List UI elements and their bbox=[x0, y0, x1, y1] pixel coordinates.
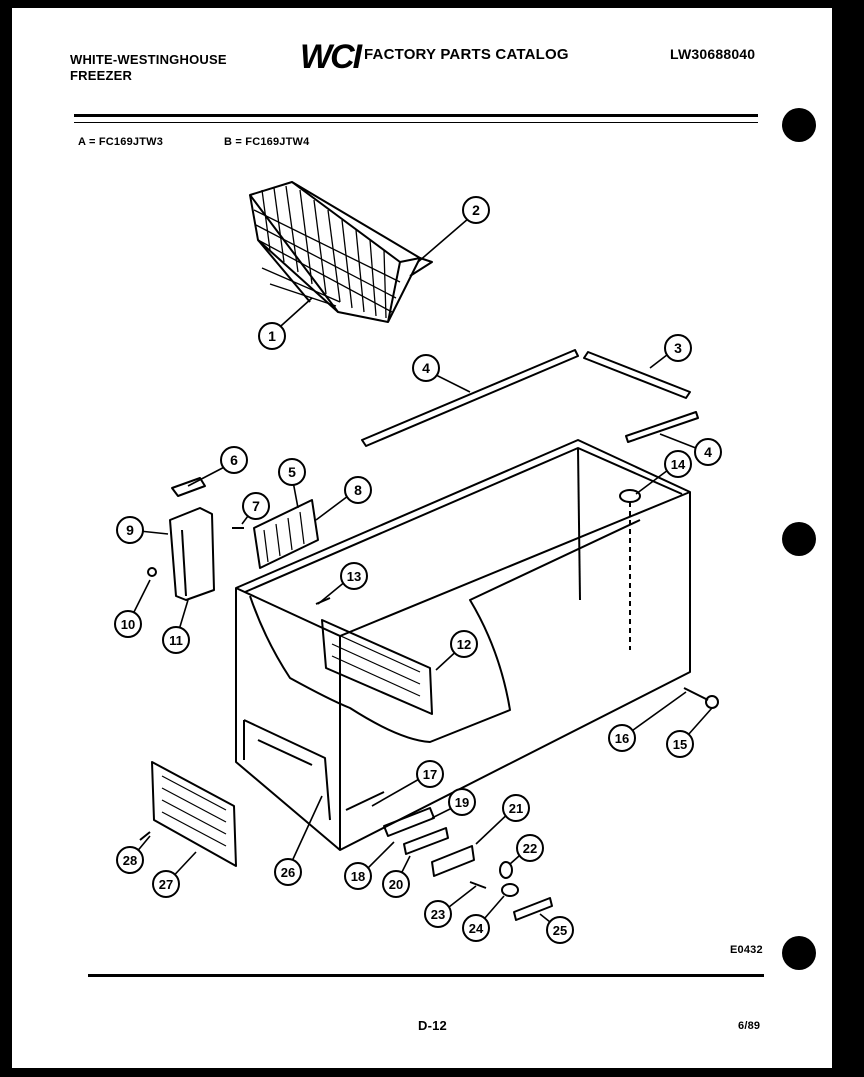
callout-label-23: 23 bbox=[431, 907, 445, 922]
basket-drawing bbox=[249, 181, 433, 323]
model-b: B = FC169JTW4 bbox=[224, 136, 310, 148]
callout-label-28: 28 bbox=[123, 853, 137, 868]
callout-15: 15 bbox=[666, 730, 694, 758]
callout-label-22: 22 bbox=[523, 841, 537, 856]
callout-11: 11 bbox=[162, 626, 190, 654]
callout-26: 26 bbox=[274, 858, 302, 886]
callout-label-10: 10 bbox=[121, 617, 135, 632]
callout-6: 6 bbox=[220, 446, 248, 474]
callout-label-25: 25 bbox=[553, 923, 567, 938]
callout-label-11: 11 bbox=[169, 633, 183, 648]
catalog-number: LW30688040 bbox=[670, 46, 756, 62]
callout-label-1: 1 bbox=[268, 328, 276, 344]
callout-20: 20 bbox=[382, 870, 410, 898]
callout-12: 12 bbox=[450, 630, 478, 658]
breaker-strips bbox=[361, 349, 699, 447]
callout-17: 17 bbox=[416, 760, 444, 788]
callout-label-9: 9 bbox=[126, 522, 134, 538]
inner-liner-panel bbox=[315, 597, 433, 715]
callout-label-20: 20 bbox=[389, 877, 403, 892]
callout-label-16: 16 bbox=[615, 731, 629, 746]
catalog-title: FACTORY PARTS CATALOG bbox=[364, 46, 569, 63]
callout-1: 1 bbox=[258, 322, 286, 350]
control-components bbox=[147, 477, 319, 601]
callout-2: 2 bbox=[462, 196, 490, 224]
callout-label-12: 12 bbox=[457, 637, 471, 652]
callout-label-15: 15 bbox=[673, 737, 687, 752]
callout-19: 19 bbox=[448, 788, 476, 816]
callout-label-26: 26 bbox=[281, 865, 295, 880]
punch-hole-middle bbox=[782, 522, 816, 556]
callout-28: 28 bbox=[116, 846, 144, 874]
callout-label-5: 5 bbox=[288, 464, 296, 480]
callout-21: 21 bbox=[502, 794, 530, 822]
callout-label-27: 27 bbox=[159, 877, 173, 892]
callout-23: 23 bbox=[424, 900, 452, 928]
figure-code: E0432 bbox=[730, 944, 763, 956]
callout-14: 14 bbox=[664, 450, 692, 478]
punch-hole-bottom bbox=[782, 936, 816, 970]
grille-drawing bbox=[139, 761, 237, 867]
punch-hole-top bbox=[782, 108, 816, 142]
page-date: 6/89 bbox=[738, 1020, 761, 1032]
callout-4a: 4 bbox=[412, 354, 440, 382]
hardware-drawings bbox=[345, 489, 719, 921]
callout-13: 13 bbox=[340, 562, 368, 590]
callout-label-14: 14 bbox=[671, 457, 686, 472]
callout-25: 25 bbox=[546, 916, 574, 944]
callouts: 1 2 3 4 4 5 6 7 8 9 10 11 12 13 14 15 16… bbox=[114, 196, 722, 944]
callout-label-13: 13 bbox=[347, 569, 361, 584]
callout-label-3: 3 bbox=[674, 340, 682, 356]
wci-logo: WCI bbox=[300, 38, 362, 76]
callout-label-2: 2 bbox=[472, 202, 480, 218]
brand-line-2: FREEZER bbox=[70, 68, 133, 83]
callout-5: 5 bbox=[278, 458, 306, 486]
callout-label-18: 18 bbox=[351, 869, 365, 884]
callout-label-24: 24 bbox=[469, 921, 484, 936]
catalog-page: WHITE-WESTINGHOUSE FREEZER WCI FACTORY P… bbox=[12, 8, 832, 1068]
model-a: A = FC169JTW3 bbox=[78, 136, 164, 148]
callout-9: 9 bbox=[116, 516, 144, 544]
callout-24: 24 bbox=[462, 914, 490, 942]
callout-8: 8 bbox=[344, 476, 372, 504]
footer-rule bbox=[88, 974, 764, 977]
brand-line-1: WHITE-WESTINGHOUSE bbox=[70, 52, 227, 67]
callout-label-6: 6 bbox=[230, 452, 238, 468]
callout-label-8: 8 bbox=[354, 482, 362, 498]
callout-label-17: 17 bbox=[423, 767, 437, 782]
callout-label-4a: 4 bbox=[422, 360, 430, 376]
callout-16: 16 bbox=[608, 724, 636, 752]
callout-label-21: 21 bbox=[509, 801, 523, 816]
callout-3: 3 bbox=[664, 334, 692, 362]
header-rule-thick bbox=[74, 114, 758, 117]
callout-7: 7 bbox=[242, 492, 270, 520]
callout-10: 10 bbox=[114, 610, 142, 638]
callout-label-19: 19 bbox=[455, 795, 469, 810]
page-number: D-12 bbox=[418, 1018, 447, 1033]
callout-4b: 4 bbox=[694, 438, 722, 466]
callout-22: 22 bbox=[516, 834, 544, 862]
header-rule-thin bbox=[74, 122, 758, 123]
callout-27: 27 bbox=[152, 870, 180, 898]
callout-label-7: 7 bbox=[252, 498, 260, 514]
leader-lines bbox=[127, 211, 713, 931]
callout-18: 18 bbox=[344, 862, 372, 890]
callout-label-4b: 4 bbox=[704, 444, 712, 460]
